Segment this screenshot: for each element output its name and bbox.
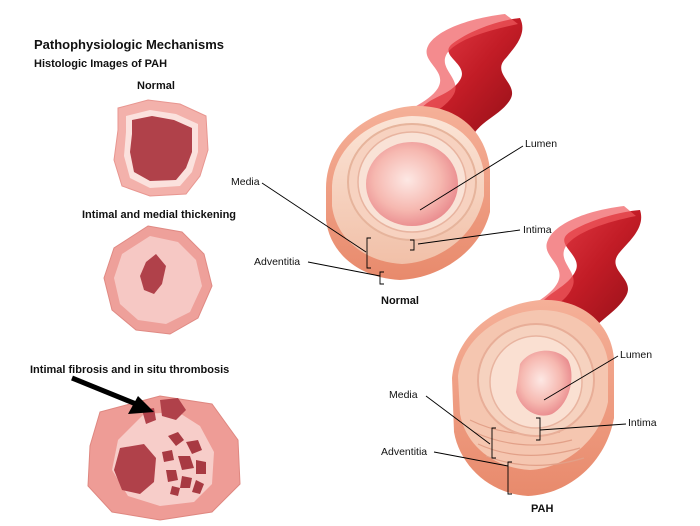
normal-leader-lines xyxy=(261,145,524,285)
normal-intima-label: Intima xyxy=(523,224,552,236)
pah-vessel xyxy=(452,206,642,496)
pah-intima-label: Intima xyxy=(628,417,657,429)
pah-media-label: Media xyxy=(389,389,418,401)
pah-lumen-label: Lumen xyxy=(620,349,653,361)
histology-fibrosis-caption: Intimal fibrosis and in situ thrombosis xyxy=(30,364,230,376)
normal-adventitia-label: Adventitia xyxy=(254,256,301,268)
page-title: Pathophysiologic Mechanisms xyxy=(34,37,224,52)
histology-normal-caption: Normal xyxy=(137,80,175,92)
normal-vessel-caption: Normal xyxy=(381,295,419,307)
histology-thickening-caption: Intimal and medial thickening xyxy=(82,209,237,221)
thrombosis-arrow-icon xyxy=(71,375,154,414)
normal-lumen-label: Lumen xyxy=(525,138,558,150)
pah-leader-lines xyxy=(425,355,627,495)
histology-thickening-section xyxy=(103,225,213,335)
normal-media-label: Media xyxy=(231,176,260,188)
normal-vessel xyxy=(326,14,523,280)
page-subtitle: Histologic Images of PAH xyxy=(34,58,168,70)
pah-vessel-caption: PAH xyxy=(531,503,554,515)
histology-normal-section xyxy=(113,99,209,197)
pah-adventitia-label: Adventitia xyxy=(381,446,428,458)
histology-fibrosis-section xyxy=(87,395,241,521)
